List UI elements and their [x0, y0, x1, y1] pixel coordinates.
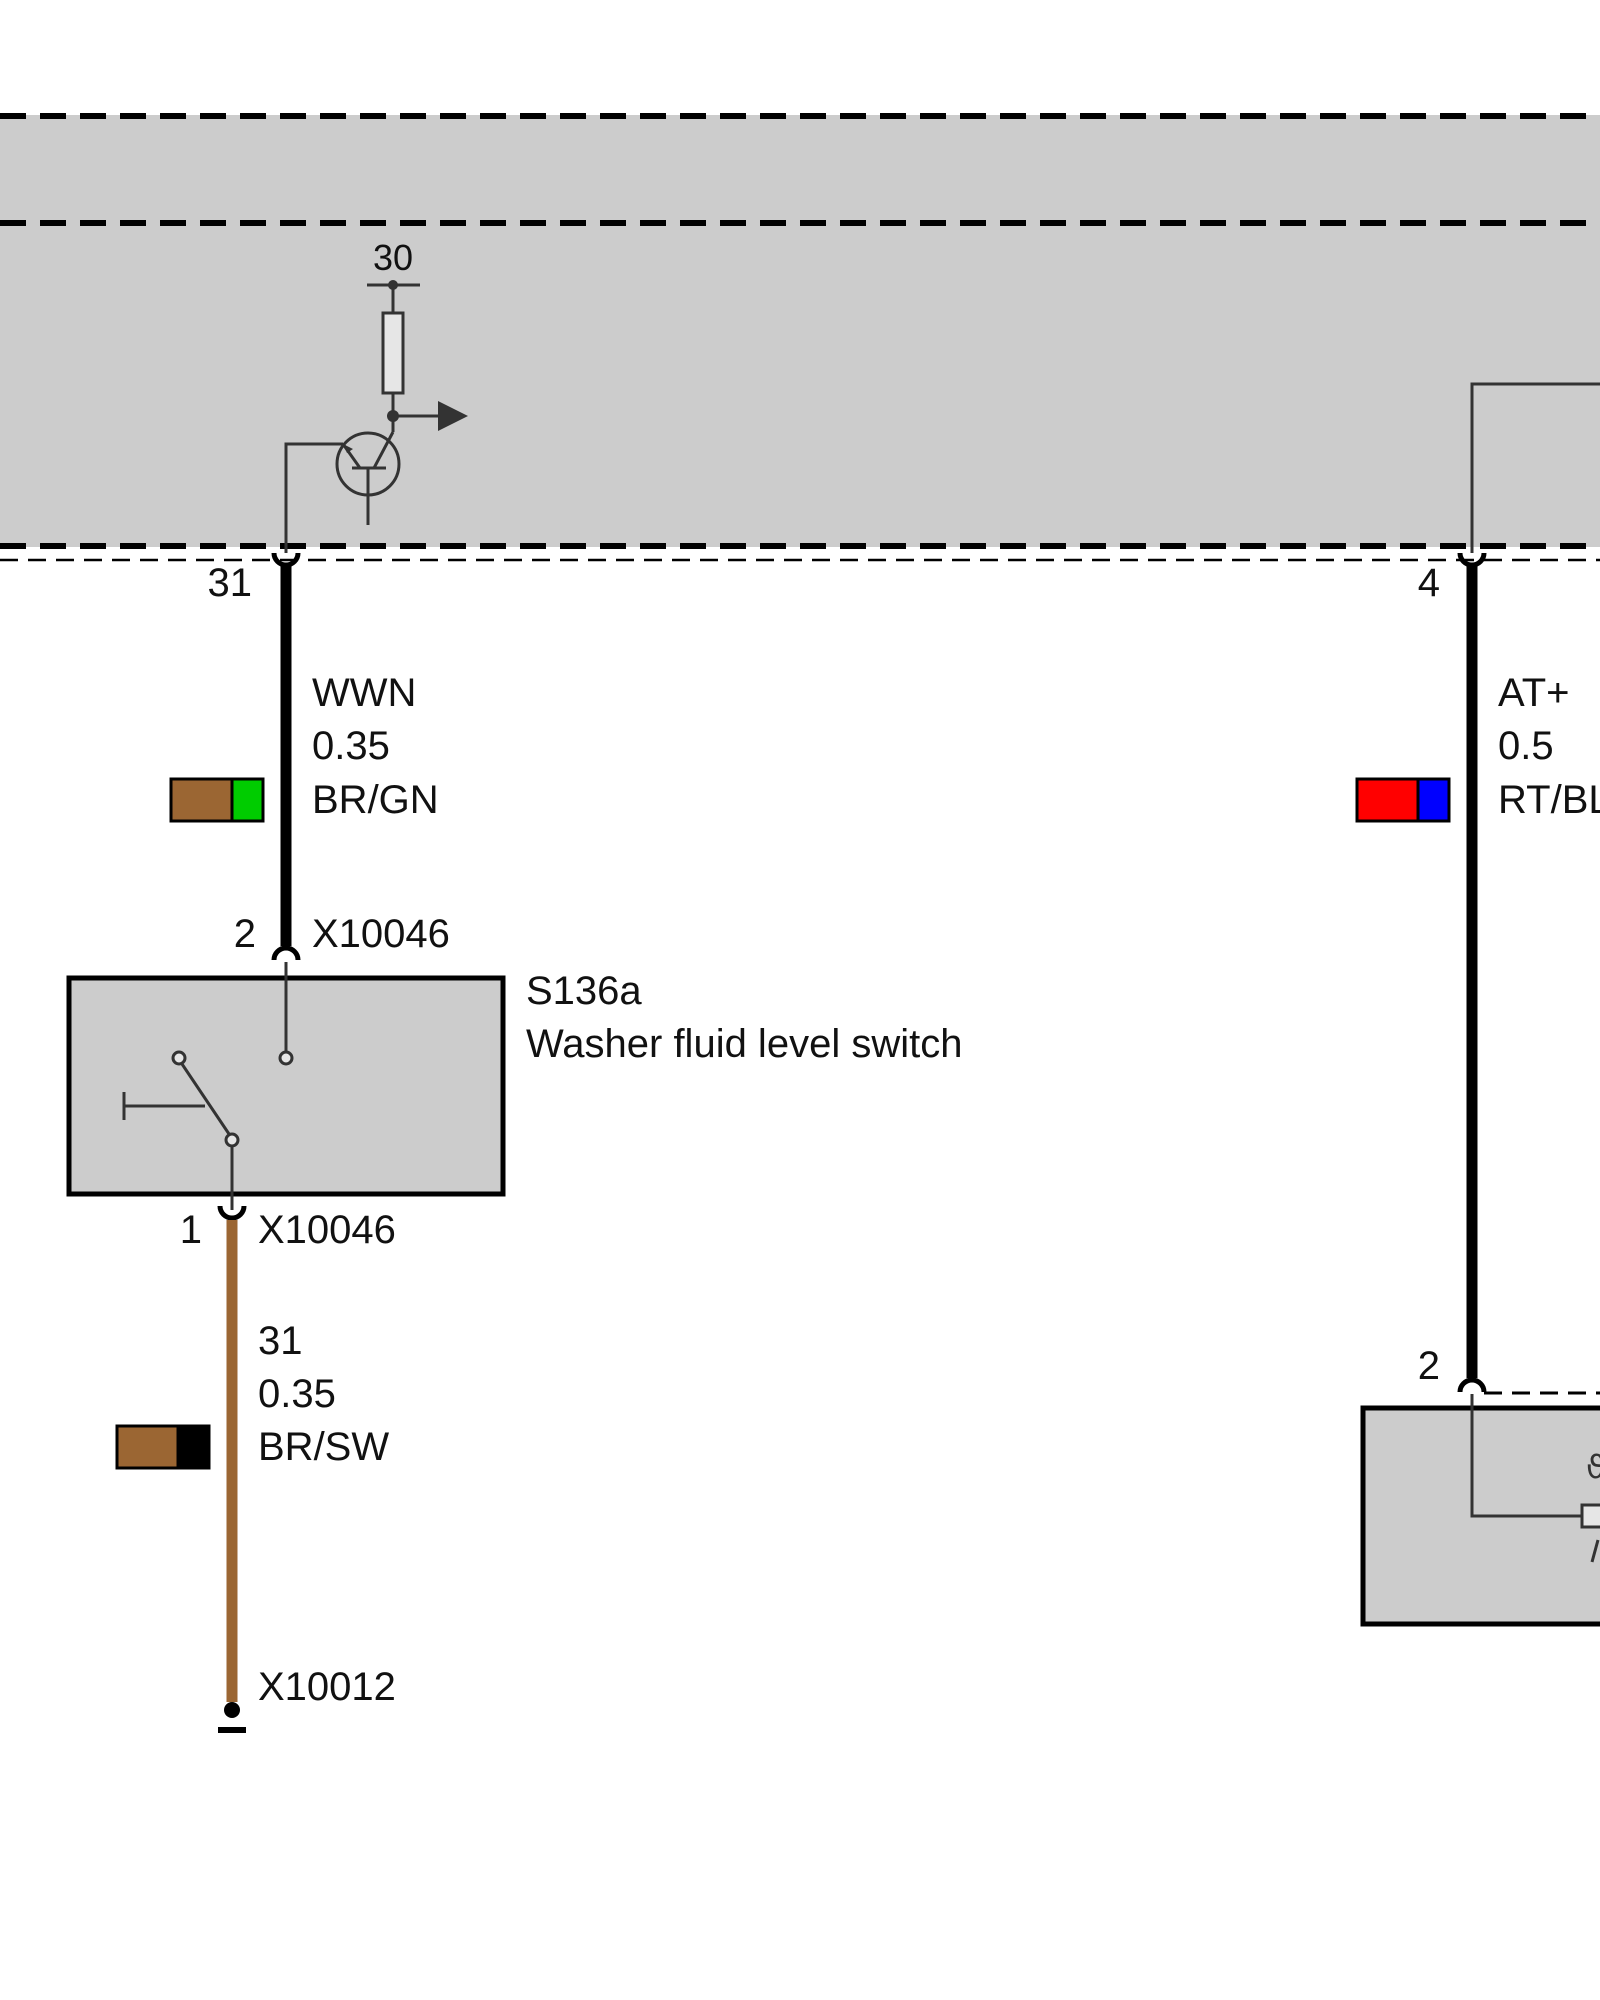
ground-point: X10012 — [218, 1665, 396, 1733]
wire-31-color-swatch-1 — [115, 1424, 180, 1470]
wire-31-size: 0.35 — [258, 1372, 336, 1416]
ground-connector-label: X10012 — [258, 1665, 396, 1709]
switch-id: S136a — [526, 969, 642, 1013]
switch-bottom-connector-label: X10046 — [258, 1208, 396, 1252]
temperature-symbol-icon: ϑ — [1586, 1448, 1600, 1486]
washer-fluid-level-switch: S136a Washer fluid level switch — [66, 962, 962, 1210]
switch-name: Washer fluid level switch — [526, 1022, 962, 1066]
sensor-socket-icon — [1457, 1377, 1487, 1393]
pin-31-socket-icon — [271, 552, 301, 568]
wire-at-plus-color-swatch-2 — [1416, 777, 1451, 823]
switch-top-pin-label: 2 — [234, 912, 256, 956]
wire-31-color-swatch-2 — [176, 1424, 211, 1470]
pin-31-label: 31 — [208, 561, 253, 605]
wire-at-plus: AT+ 0.5 RT/BL — [1355, 566, 1600, 1378]
wire-31-color-code: BR/SW — [258, 1425, 389, 1469]
wire-at-plus-color-swatch-1 — [1355, 777, 1420, 823]
switch-contact-pivot — [224, 1132, 240, 1148]
pin-4: 4 — [1418, 552, 1487, 605]
wire-wwn-color-swatch-1 — [169, 777, 234, 823]
control-unit-body — [0, 115, 1600, 547]
sensor-element-icon — [1580, 1503, 1600, 1529]
switch-lever — [180, 1063, 231, 1135]
wire-at-plus-color-code: RT/BL — [1498, 778, 1600, 822]
sensor: 2 ϑ — [1360, 1344, 1600, 1627]
supply-pin-label: 30 — [373, 237, 413, 278]
wire-wwn-color-swatch-2 — [230, 777, 265, 823]
wire-at-plus-size: 0.5 — [1498, 724, 1554, 768]
transistor-emitter-arrow — [343, 444, 353, 453]
transistor-collector — [372, 431, 395, 469]
switch-bottom-socket-icon — [217, 1205, 247, 1221]
switch-top-socket-icon — [271, 945, 301, 961]
wire-wwn-signal: WWN — [312, 671, 416, 715]
transistor-to-pin-31 — [284, 442, 343, 553]
switch-connector-bottom: 1 X10046 — [180, 1205, 396, 1252]
ground-node — [224, 1702, 240, 1718]
sensor-element-tail — [1590, 1539, 1600, 1563]
sensor-pin-label: 2 — [1418, 1344, 1440, 1388]
wire-wwn: WWN 0.35 BR/GN — [169, 566, 439, 946]
pin-31: 31 — [208, 552, 301, 605]
wire-wwn-size: 0.35 — [312, 724, 390, 768]
sensor-lead — [1470, 1394, 1582, 1518]
switch-connector-top: 2 X10046 — [234, 912, 450, 961]
wire-wwn-color-code: BR/GN — [312, 778, 439, 822]
switch-top-connector-label: X10046 — [312, 912, 450, 956]
output-arrow-icon — [438, 401, 468, 431]
wire-31-signal: 31 — [258, 1319, 303, 1363]
wire-31-ground: 31 0.35 BR/SW — [115, 1220, 389, 1702]
resistor-symbol — [381, 311, 405, 395]
pin-4-internal-lead — [1470, 382, 1600, 553]
switch-bottom-pin-label: 1 — [180, 1208, 202, 1252]
pin-4-label: 4 — [1418, 561, 1440, 605]
switch-contact-free — [171, 1050, 187, 1066]
internal-driver-circuit: 30 — [284, 237, 468, 553]
control-unit — [0, 113, 1600, 562]
switch-contact-fixed — [278, 1050, 294, 1066]
wire-at-plus-signal: AT+ — [1498, 671, 1570, 715]
pin-4-socket-icon — [1457, 552, 1487, 568]
